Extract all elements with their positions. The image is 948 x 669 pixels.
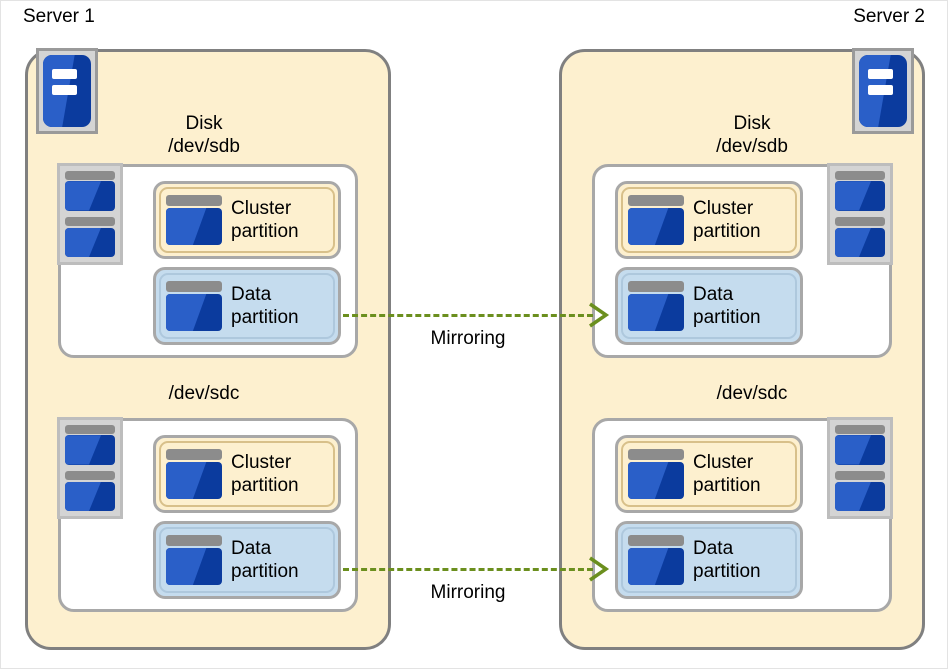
partition-icon <box>65 425 115 465</box>
mirroring-label-sdb: Mirroring <box>430 328 506 349</box>
disk-icon <box>827 417 893 519</box>
partition-icon-disk <box>65 435 115 465</box>
partition-icon <box>65 471 115 511</box>
cluster-partition-label: Cluster partition <box>231 451 299 496</box>
partition-icon <box>628 195 684 245</box>
partition-icon-cap <box>166 535 222 546</box>
partition-icon-disk <box>166 548 222 585</box>
data-partition-box[interactable]: Data partition <box>153 521 341 599</box>
partition-icon-disk <box>835 227 885 257</box>
disk-box-sdb: Cluster partition Data partition <box>592 163 893 358</box>
disk-box-sdb: Cluster partition Data partition <box>57 163 358 358</box>
partition-icon-disk <box>835 181 885 211</box>
partition-icon <box>166 535 222 585</box>
server-1-label: Server 1 <box>23 6 95 27</box>
partition-icon-cap <box>166 281 222 292</box>
data-partition-label: Data partition <box>231 283 299 328</box>
server-icon-body <box>43 55 91 127</box>
server-icon-bar <box>867 85 893 95</box>
partition-icon-disk <box>628 294 684 331</box>
disk-icon <box>57 163 123 265</box>
data-partition-box[interactable]: Data partition <box>615 267 803 345</box>
partition-icon <box>835 425 885 465</box>
partition-icon <box>835 171 885 211</box>
partition-icon-cap <box>166 449 222 460</box>
partition-icon-cap <box>65 217 115 227</box>
data-partition-box[interactable]: Data partition <box>615 521 803 599</box>
partition-icon-cap <box>628 449 684 460</box>
partition-icon <box>166 195 222 245</box>
disk-label-sdb: Disk /dev/sdb <box>716 113 788 158</box>
partition-icon <box>166 281 222 331</box>
cluster-partition-box[interactable]: Cluster partition <box>153 181 341 259</box>
partition-icon-disk <box>835 481 885 511</box>
partition-icon-disk <box>166 208 222 245</box>
disk-label-sdc: /dev/sdc <box>168 383 240 404</box>
cluster-partition-label: Cluster partition <box>693 197 761 242</box>
partition-icon-cap <box>628 535 684 546</box>
partition-icon-cap <box>65 471 115 481</box>
server-icon-bar <box>51 69 77 79</box>
partition-icon-cap <box>628 281 684 292</box>
partition-icon-disk <box>835 435 885 465</box>
data-partition-label: Data partition <box>693 283 761 328</box>
partition-icon-cap <box>835 217 885 227</box>
cluster-partition-label: Cluster partition <box>231 197 299 242</box>
partition-icon-disk <box>65 227 115 257</box>
mirroring-line-sdc <box>343 568 593 571</box>
partition-icon-cap <box>65 425 115 434</box>
partition-icon-cap <box>166 195 222 206</box>
disk-icon <box>827 163 893 265</box>
partition-icon <box>628 535 684 585</box>
mirroring-label-sdc: Mirroring <box>430 582 506 603</box>
partition-icon-disk <box>166 294 222 331</box>
partition-icon-cap <box>835 471 885 481</box>
partition-icon-disk <box>65 481 115 511</box>
disk-label-sdc: /dev/sdc <box>716 383 788 404</box>
disk-icon <box>57 417 123 519</box>
partition-icon-cap <box>835 171 885 180</box>
server-icon <box>36 48 98 134</box>
server-2-card: Disk /dev/sdb Cluster partition <box>559 48 925 650</box>
data-partition-box[interactable]: Data partition <box>153 267 341 345</box>
cluster-partition-box[interactable]: Cluster partition <box>615 181 803 259</box>
partition-icon <box>835 471 885 511</box>
partition-icon-disk <box>65 181 115 211</box>
data-partition-label: Data partition <box>231 537 299 582</box>
partition-icon <box>65 217 115 257</box>
server-icon <box>852 48 914 134</box>
partition-icon-cap <box>628 195 684 206</box>
disk-label-sdb: Disk /dev/sdb <box>168 113 240 158</box>
data-partition-label: Data partition <box>693 537 761 582</box>
cluster-partition-label: Cluster partition <box>693 451 761 496</box>
partition-icon <box>628 449 684 499</box>
server-icon-bar <box>867 69 893 79</box>
partition-icon-disk <box>166 462 222 499</box>
disk-box-sdc: Cluster partition Data partition <box>592 417 893 612</box>
partition-icon <box>628 281 684 331</box>
partition-icon-disk <box>628 208 684 245</box>
server-icon-body <box>859 55 907 127</box>
mirroring-line-sdb <box>343 314 593 317</box>
partition-icon-cap <box>65 171 115 180</box>
cluster-partition-box[interactable]: Cluster partition <box>153 435 341 513</box>
partition-icon <box>65 171 115 211</box>
partition-icon-disk <box>628 462 684 499</box>
server-2-label: Server 2 <box>853 6 925 27</box>
partition-icon <box>835 217 885 257</box>
partition-icon-cap <box>835 425 885 434</box>
server-icon-bar <box>51 85 77 95</box>
partition-icon-disk <box>628 548 684 585</box>
disk-box-sdc: Cluster partition Data partition <box>57 417 358 612</box>
cluster-partition-box[interactable]: Cluster partition <box>615 435 803 513</box>
server-1-card: Disk /dev/sdb Cluster partition <box>25 48 391 650</box>
partition-icon <box>166 449 222 499</box>
